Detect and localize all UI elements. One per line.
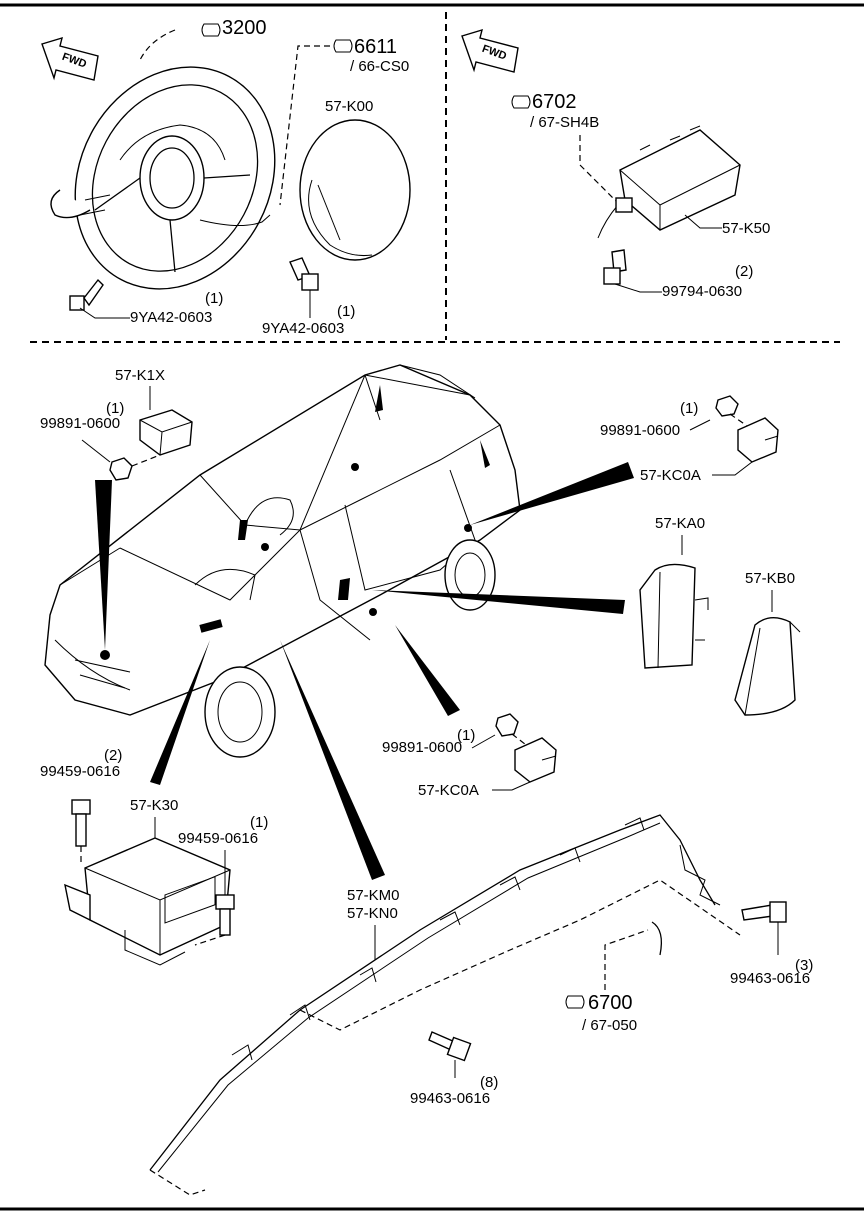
bolt-9YA42-left-label: 9YA42-0603 xyxy=(130,309,212,326)
part-57-KA0: 57-KA0 xyxy=(655,515,705,532)
sensor-57-KC0A-top xyxy=(737,417,779,463)
leader-57-KC0A-mid xyxy=(492,781,531,791)
side-airbag-57-KA0 xyxy=(639,563,709,669)
bolt-99459-b xyxy=(215,894,235,936)
pointer-57-K1X xyxy=(95,480,112,650)
connector-6700 xyxy=(651,921,663,956)
nut-99891-c-label: 99891-0600 xyxy=(382,739,462,756)
leader-57-KC0A-top xyxy=(712,461,753,476)
ref-6702: 6702 xyxy=(532,91,577,113)
bolt-99463-a xyxy=(741,901,787,923)
pointer-57-K30 xyxy=(150,640,210,785)
pointer-57-KM0 xyxy=(280,640,385,880)
passenger-airbag-module xyxy=(597,125,741,239)
ref-6700: 6700 xyxy=(588,992,633,1014)
part-57-KC0A-top: 57-KC0A xyxy=(640,467,701,484)
bolt-9YA42-left xyxy=(69,278,104,311)
leader-9YA42-left xyxy=(79,307,130,319)
leader-57-K50 xyxy=(684,214,722,229)
nut-99891-a-label: 99891-0600 xyxy=(40,415,120,432)
bolt-99463-a-label: 99463-0616 xyxy=(730,970,810,987)
fwd-arrow-right: FWD xyxy=(461,28,519,73)
part-57-K1X: 57-K1X xyxy=(115,367,165,384)
driver-airbag-module xyxy=(299,119,411,261)
ref-6611: 6611 xyxy=(354,36,397,58)
part-57-KB0: 57-KB0 xyxy=(745,570,795,587)
part-57-K30: 57-K30 xyxy=(130,797,178,814)
leader-99794 xyxy=(614,283,662,293)
nut-99891-c xyxy=(495,713,519,737)
curtain-airbag xyxy=(149,814,741,1196)
nut-99891-b-label: 99891-0600 xyxy=(600,422,680,439)
leader-99891-c xyxy=(471,734,496,749)
vehicle-body xyxy=(44,364,521,758)
leader-6700 xyxy=(604,929,649,990)
pointer-57-KC0A-top xyxy=(470,462,634,525)
part-57-K50: 57-K50 xyxy=(722,220,770,237)
sensor-57-K1X xyxy=(139,409,193,456)
bolt-9YA42-right xyxy=(289,257,319,291)
dash-nut-c xyxy=(511,733,531,749)
ref-icon-3200 xyxy=(201,23,221,37)
ref-6700-sub: / 67-050 xyxy=(582,1017,637,1034)
leader-99891-b xyxy=(689,419,711,431)
part-57-KC0A-mid: 57-KC0A xyxy=(418,782,479,799)
qty-99459-a: (2) xyxy=(104,747,122,764)
bolt-99459-a-label: 99459-0616 xyxy=(40,763,120,780)
sensor-57-KC0A-mid xyxy=(514,737,557,783)
bolt-99463-b xyxy=(428,1031,472,1062)
part-57-KN0: 57-KN0 xyxy=(347,905,398,922)
qty-9YA42-left: (1) xyxy=(205,290,223,307)
ref-icon-6700 xyxy=(565,995,585,1009)
steering-wheel xyxy=(50,66,276,290)
ref-3200: 3200 xyxy=(222,17,267,39)
ref-icon-6702 xyxy=(511,95,531,109)
ref-6702-sub: / 67-SH4B xyxy=(530,114,599,131)
leader-3200 xyxy=(139,29,176,61)
qty-9YA42-right: (1) xyxy=(337,303,355,320)
bolt-99794 xyxy=(603,249,627,285)
dash-nut-a xyxy=(131,454,161,467)
nut-99891-b xyxy=(715,395,739,417)
ref-6611-sub: / 66-CS0 xyxy=(350,58,409,75)
qty-99794: (2) xyxy=(735,263,753,280)
leader-99891-a xyxy=(81,439,111,463)
bolt-9YA42-right-label: 9YA42-0603 xyxy=(262,320,344,337)
bolt-99459-b-label: 99459-0616 xyxy=(178,830,258,847)
qty-99463-a: (3) xyxy=(795,957,813,974)
airbag-control-unit xyxy=(64,837,231,966)
bolt-99459-a xyxy=(71,799,91,847)
part-57-KM0: 57-KM0 xyxy=(347,887,400,904)
leader-6702 xyxy=(579,135,621,206)
nut-99891-a xyxy=(109,457,133,481)
leader-6611 xyxy=(279,45,330,206)
qty-99459-b: (1) xyxy=(250,814,268,831)
qty-99891-a: (1) xyxy=(106,400,124,417)
qty-99891-c: (1) xyxy=(457,727,475,744)
bolt-99794-label: 99794-0630 xyxy=(662,283,742,300)
bolt-99463-b-label: 99463-0616 xyxy=(410,1090,490,1107)
dash-bolt-99459-b xyxy=(194,934,226,946)
pointer-57-KA0 xyxy=(372,590,625,614)
fwd-arrow-left: FWD xyxy=(41,36,99,81)
qty-99891-b: (1) xyxy=(680,400,698,417)
pointer-57-KC0A-mid xyxy=(395,625,460,716)
part-57-K00: 57-K00 xyxy=(325,98,373,115)
ref-icon-6611 xyxy=(333,39,353,53)
qty-99463-b: (8) xyxy=(480,1074,498,1091)
side-airbag-57-KB0 xyxy=(734,617,801,716)
